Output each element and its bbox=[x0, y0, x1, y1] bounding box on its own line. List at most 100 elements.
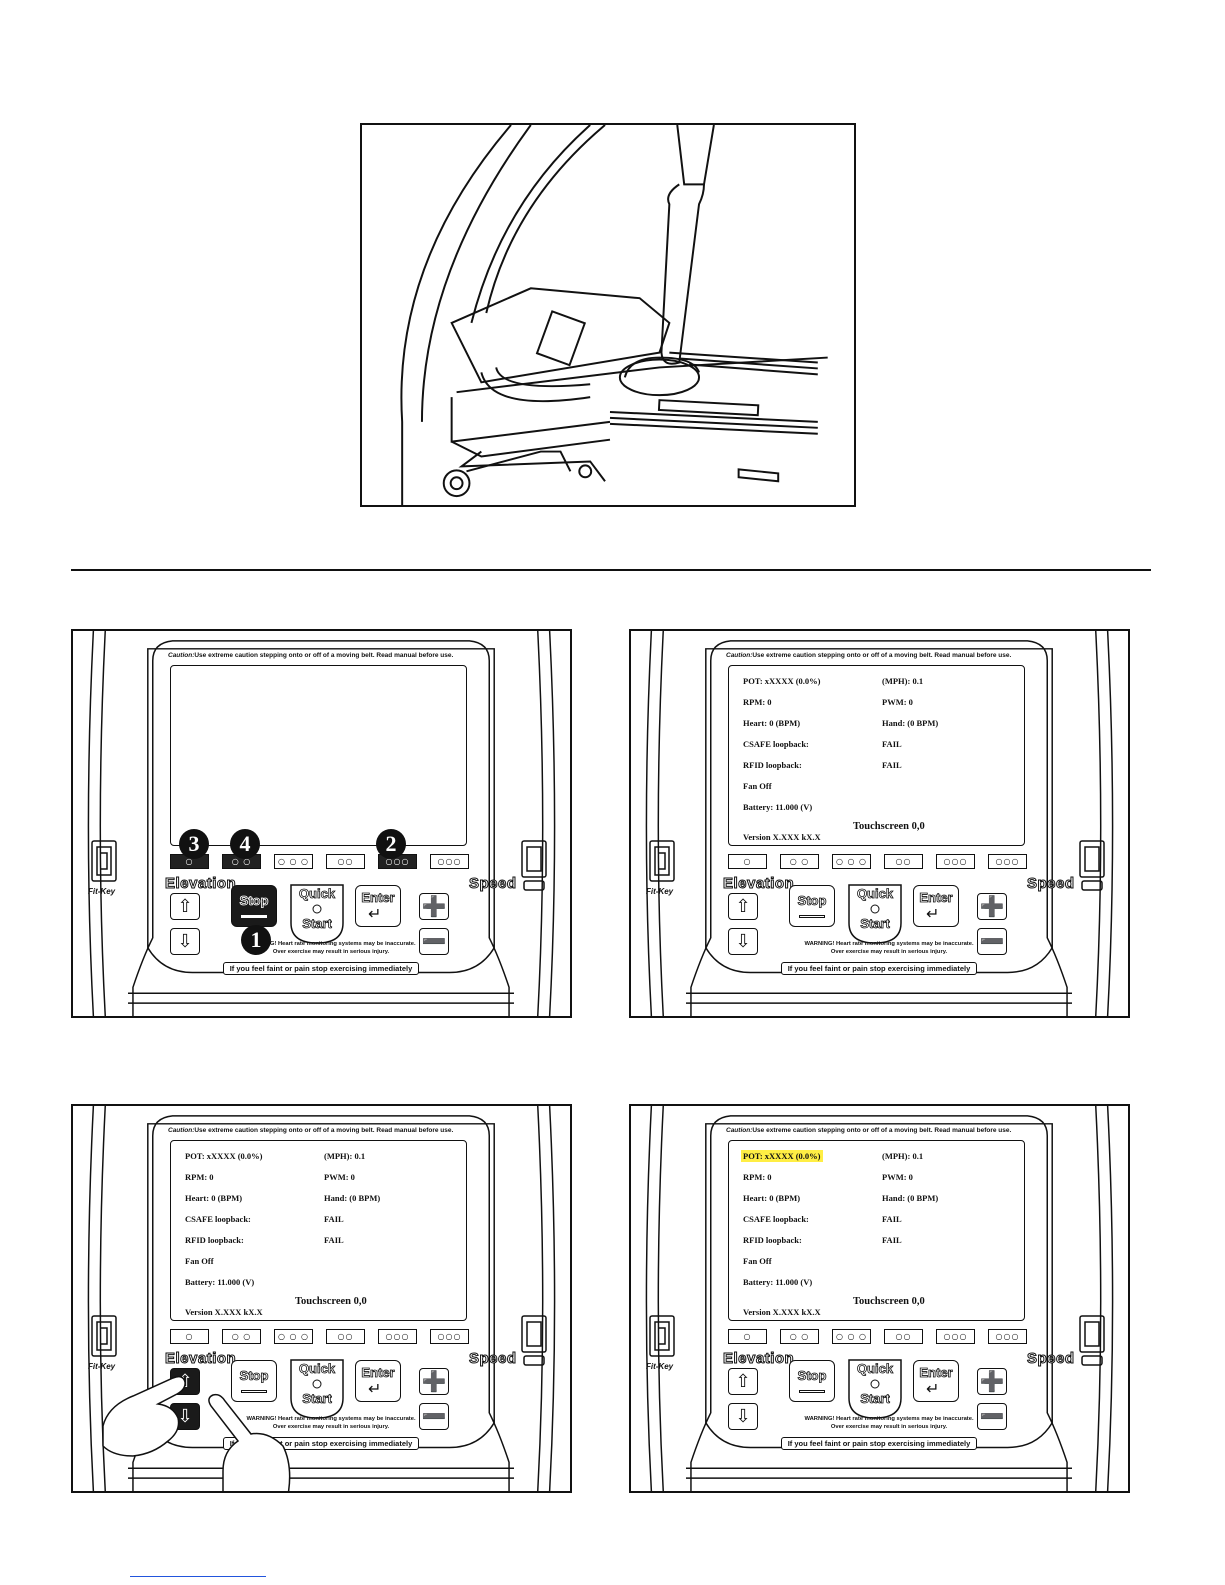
stop-button[interactable]: Stop bbox=[789, 1360, 835, 1402]
elevation-up-button[interactable]: ⇧ bbox=[728, 893, 758, 920]
footer-link-underline[interactable] bbox=[130, 1576, 266, 1577]
enter-button[interactable]: Enter↵ bbox=[355, 1360, 401, 1402]
console-panel-pot-highlight: Caution:Use extreme caution stepping ont… bbox=[629, 1104, 1130, 1493]
program-key-2[interactable]: ○ ○ bbox=[780, 854, 819, 869]
console-panel-diagnostics: Caution:Use extreme caution stepping ont… bbox=[629, 629, 1130, 1018]
program-key-6[interactable]: ○○○ bbox=[988, 1329, 1027, 1344]
enter-arrow-icon: ↵ bbox=[368, 906, 382, 923]
faint-warning: If you feel faint or pain stop exercisin… bbox=[223, 962, 419, 975]
diag-pwm: PWM: 0 bbox=[324, 1172, 355, 1182]
quick-start-shape bbox=[290, 1359, 344, 1419]
program-keys: ○ ○ ○ ○ ○ ○ ○○ ○○○ ○○○ bbox=[728, 854, 1028, 874]
enter-button[interactable]: Enter↵ bbox=[913, 885, 959, 927]
program-keys: ○ ○ ○ ○ ○ ○ ○○ ○○○ ○○○ bbox=[728, 1329, 1028, 1349]
program-key-5[interactable]: ○○○ bbox=[378, 1329, 417, 1344]
arrow-down-icon: ⇩ bbox=[177, 1406, 193, 1426]
enter-button[interactable]: Enter↵ bbox=[913, 1360, 959, 1402]
hand-pointer-icon bbox=[102, 1375, 291, 1491]
usb-port-icon bbox=[1079, 840, 1105, 891]
stop-button[interactable]: Stop bbox=[789, 885, 835, 927]
diag-heart: Heart: 0 (BPM) bbox=[743, 1193, 801, 1203]
diag-pot: POT: xXXXX (0.0%) bbox=[743, 676, 821, 686]
speed-label: Speed bbox=[469, 875, 517, 893]
speed-down-button[interactable]: ➖ bbox=[419, 1403, 449, 1430]
program-key-3[interactable]: ○ ○ ○ bbox=[274, 854, 313, 869]
diag-battery: Battery: 11.000 (V) bbox=[185, 1277, 255, 1287]
program-key-4[interactable]: ○○ bbox=[884, 854, 923, 869]
caution-banner: Caution:Use extreme caution stepping ont… bbox=[726, 652, 1012, 659]
diag-rpm: RPM: 0 bbox=[743, 697, 772, 707]
diag-mph: (MPH): 0.1 bbox=[882, 1151, 924, 1161]
diag-touchscreen: Touchscreen 0,0 bbox=[853, 821, 925, 832]
elevation-up-button[interactable]: ⇧ bbox=[728, 1368, 758, 1395]
program-key-5[interactable]: ○○○ bbox=[936, 854, 975, 869]
diag-csafe: CSAFE loopback: bbox=[743, 1214, 809, 1224]
program-key-1[interactable]: ○ bbox=[728, 1329, 767, 1344]
speed-down-button[interactable]: ➖ bbox=[977, 928, 1007, 955]
program-key-4[interactable]: ○○ bbox=[884, 1329, 923, 1344]
diag-csafe: CSAFE loopback: bbox=[743, 739, 809, 749]
speed-down-button[interactable]: ➖ bbox=[977, 1403, 1007, 1430]
program-key-6[interactable]: ○○○ bbox=[988, 854, 1027, 869]
fitkey-label: Fit-Key bbox=[88, 1362, 116, 1371]
callout-1: 1 bbox=[241, 925, 271, 955]
quick-start-shape bbox=[848, 1359, 902, 1419]
program-key-3[interactable]: ○ ○ ○ bbox=[832, 854, 871, 869]
console-frame bbox=[645, 1106, 1114, 1491]
arrow-down-icon: ⇩ bbox=[735, 1406, 751, 1426]
program-key-4[interactable]: ○○ bbox=[326, 1329, 365, 1344]
usb-port-icon bbox=[1079, 1315, 1105, 1366]
elevation-up-button[interactable]: ⇧ bbox=[170, 893, 200, 920]
speed-up-button[interactable]: ➕ bbox=[977, 893, 1007, 920]
console-screen: POT: xXXXX (0.0%) (MPH): 0.1 RPM: 0 PWM:… bbox=[728, 665, 1025, 846]
enter-arrow-icon: ↵ bbox=[926, 1381, 940, 1398]
console-frame bbox=[645, 631, 1114, 1016]
quick-start-button[interactable]: Quick Start bbox=[289, 1358, 345, 1420]
minus-icon: ➖ bbox=[421, 931, 447, 953]
speed-up-button[interactable]: ➕ bbox=[419, 893, 449, 920]
program-key-5[interactable]: ○○○ bbox=[936, 1329, 975, 1344]
caution-banner: Caution:Use extreme caution stepping ont… bbox=[168, 652, 454, 659]
stop-button[interactable]: Stop bbox=[231, 885, 277, 927]
program-key-3[interactable]: ○ ○ ○ bbox=[832, 1329, 871, 1344]
section-divider bbox=[71, 569, 1151, 571]
diag-touchscreen: Touchscreen 0,0 bbox=[295, 1296, 367, 1307]
enter-arrow-icon: ↵ bbox=[926, 906, 940, 923]
elevation-down-button[interactable]: ⇩ bbox=[728, 1403, 758, 1430]
program-key-1[interactable]: ○ bbox=[728, 854, 767, 869]
diag-pwm: PWM: 0 bbox=[882, 1172, 913, 1182]
quick-start-shape bbox=[290, 884, 344, 944]
heart-rate-warning: WARNING! Heart rate monitoring systems m… bbox=[804, 941, 974, 955]
stop-button[interactable]: Stop bbox=[231, 1360, 277, 1402]
enter-arrow-icon: ↵ bbox=[368, 1381, 382, 1398]
program-key-6[interactable]: ○○○ bbox=[430, 1329, 469, 1344]
quick-start-shape bbox=[848, 884, 902, 944]
program-key-2[interactable]: ○ ○ bbox=[780, 1329, 819, 1344]
diag-pot-highlighted: POT: xXXXX (0.0%) bbox=[741, 1150, 823, 1162]
program-key-6[interactable]: ○○○ bbox=[430, 854, 469, 869]
heart-rate-warning: WARNING! Heart rate monitoring systems m… bbox=[246, 941, 416, 955]
diag-hand: Hand: (0 BPM) bbox=[324, 1193, 381, 1203]
fitkey-reader-icon bbox=[91, 840, 117, 882]
enter-button[interactable]: Enter↵ bbox=[355, 885, 401, 927]
program-key-2[interactable]: ○ ○ bbox=[222, 1329, 261, 1344]
faint-warning: If you feel faint or pain stop exercisin… bbox=[781, 962, 977, 975]
speed-up-button[interactable]: ➕ bbox=[977, 1368, 1007, 1395]
console-screen bbox=[170, 665, 467, 846]
diag-csafe: CSAFE loopback: bbox=[185, 1214, 251, 1224]
program-key-4[interactable]: ○○ bbox=[326, 854, 365, 869]
quick-start-button[interactable]: Quick Start bbox=[289, 883, 345, 945]
diag-heart: Heart: 0 (BPM) bbox=[185, 1193, 243, 1203]
program-key-3[interactable]: ○ ○ ○ bbox=[274, 1329, 313, 1344]
diag-rfid-value: FAIL bbox=[324, 1235, 344, 1245]
diag-version: Version X.XXX kX.X bbox=[743, 1307, 821, 1317]
quick-start-button[interactable]: Quick Start bbox=[847, 1358, 903, 1420]
elevation-down-button[interactable]: ⇩ bbox=[170, 928, 200, 955]
diag-touchscreen: Touchscreen 0,0 bbox=[853, 1296, 925, 1307]
elevation-down-button[interactable]: ⇩ bbox=[728, 928, 758, 955]
program-key-1[interactable]: ○ bbox=[170, 1329, 209, 1344]
quick-start-button[interactable]: Quick Start bbox=[847, 883, 903, 945]
speed-up-button[interactable]: ➕ bbox=[419, 1368, 449, 1395]
diag-mph: (MPH): 0.1 bbox=[882, 676, 924, 686]
speed-down-button[interactable]: ➖ bbox=[419, 928, 449, 955]
